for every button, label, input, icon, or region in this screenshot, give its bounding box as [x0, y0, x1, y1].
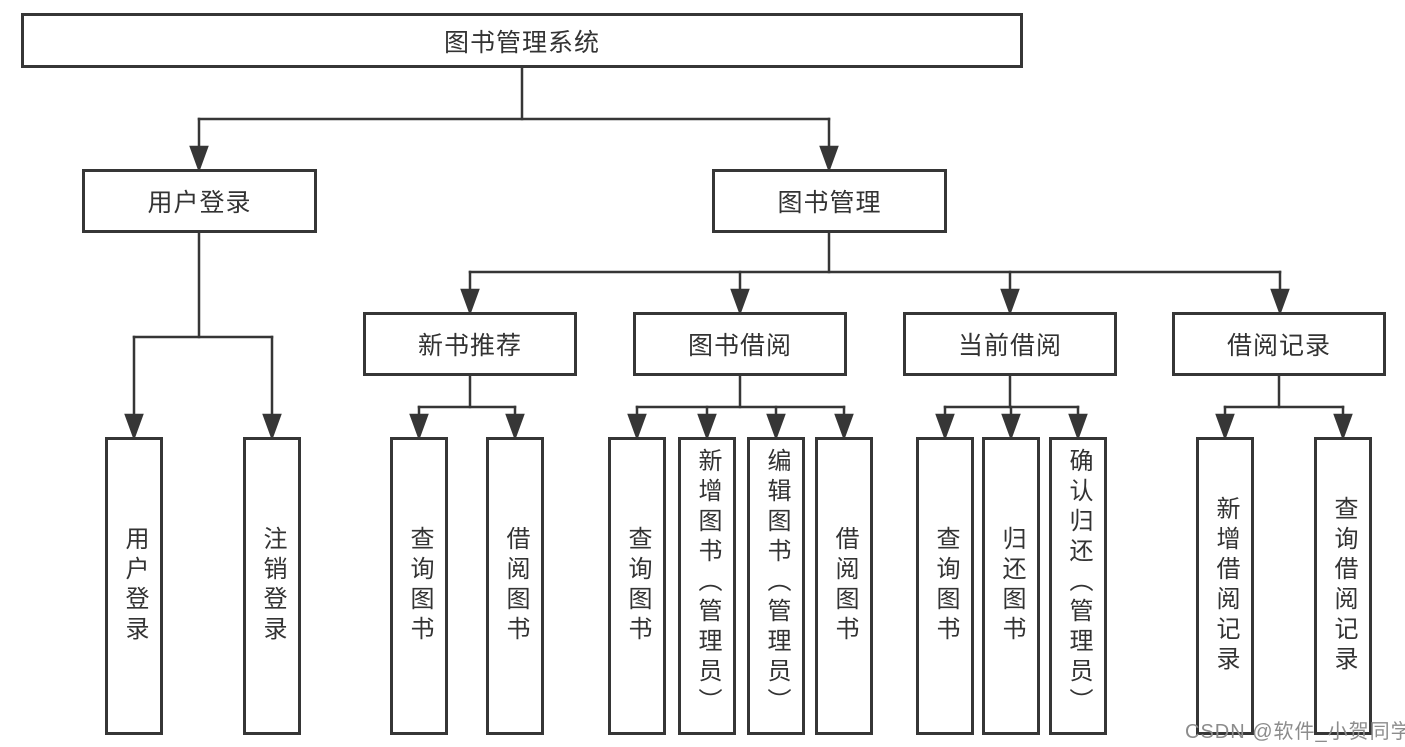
node-label: 图书借阅 [687, 332, 792, 360]
node-label: 查询图书 [406, 526, 433, 646]
node-confirm-return-admin: 确认归还（管理员） [1049, 437, 1107, 735]
node-book-management: 图书管理 [712, 169, 947, 233]
csdn-watermark: CSDN @软件_小贺同学 [1185, 721, 1405, 743]
node-label: 归还图书 [998, 526, 1025, 646]
node-label: 新增借阅记录 [1212, 496, 1239, 676]
node-label: 查询图书 [624, 526, 651, 646]
node-label: 注销登录 [259, 526, 286, 646]
node-return-books: 归还图书 [982, 437, 1040, 735]
node-add-books-admin: 新增图书（管理员） [678, 437, 736, 735]
node-label: 查询图书 [932, 526, 959, 646]
node-label: 图书管理 [777, 189, 882, 217]
node-borrow-books-recommend: 借阅图书 [486, 437, 544, 735]
node-label: 用户登录 [147, 189, 252, 217]
node-edit-books-admin: 编辑图书（管理员） [747, 437, 805, 735]
node-borrow-books: 借阅图书 [815, 437, 873, 735]
node-query-books-current: 查询图书 [916, 437, 974, 735]
node-label: 图书管理系统 [443, 28, 600, 57]
node-query-borrow-record: 查询借阅记录 [1314, 437, 1372, 735]
node-logout: 注销登录 [243, 437, 301, 735]
node-label: 借阅图书 [831, 526, 858, 646]
node-label: 确认归还（管理员） [1065, 448, 1092, 718]
node-new-book-recommendation: 新书推荐 [363, 312, 577, 376]
node-borrowing-records: 借阅记录 [1172, 312, 1386, 376]
node-current-borrowing: 当前借阅 [903, 312, 1117, 376]
node-query-books-borrowing: 查询图书 [608, 437, 666, 735]
node-user-login: 用户登录 [105, 437, 163, 735]
node-label: 借阅图书 [502, 526, 529, 646]
node-add-borrow-record: 新增借阅记录 [1196, 437, 1254, 735]
node-label: 新书推荐 [417, 332, 522, 360]
node-label: 查询借阅记录 [1330, 496, 1357, 676]
node-label: 当前借阅 [957, 332, 1062, 360]
node-label: 编辑图书（管理员） [763, 448, 790, 718]
node-book-borrowing: 图书借阅 [633, 312, 847, 376]
node-label: 借阅记录 [1226, 332, 1331, 360]
node-label: 用户登录 [121, 526, 148, 646]
node-query-books-recommend: 查询图书 [390, 437, 448, 735]
node-user-login-group: 用户登录 [82, 169, 317, 233]
node-label: 新增图书（管理员） [694, 448, 721, 718]
node-library-management-system: 图书管理系统 [21, 13, 1023, 68]
